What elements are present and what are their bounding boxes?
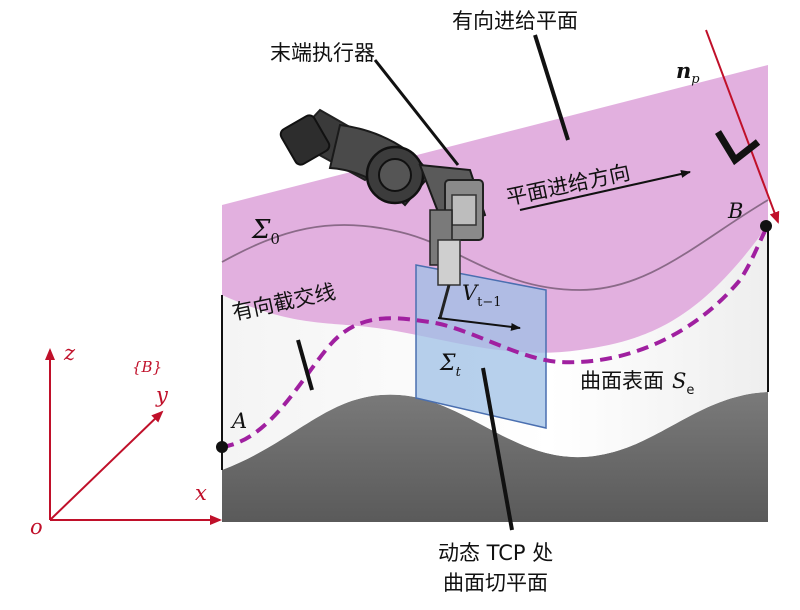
sigma0-label: Σ0 bbox=[251, 215, 280, 248]
velocity-label: Vt−1 bbox=[462, 281, 502, 310]
right-angle-symbol bbox=[715, 130, 761, 166]
axis-x-label: x bbox=[195, 481, 207, 505]
point-a-label: A bbox=[230, 409, 247, 433]
curved-surface bbox=[222, 225, 768, 470]
tcp-plane-label-line1: 动态 TCP 处 bbox=[438, 541, 553, 565]
tcp-plane-label-line2: 曲面切平面 bbox=[443, 571, 548, 595]
sigma-t-label: Σt bbox=[439, 351, 462, 380]
feed-direction-arrow bbox=[519, 170, 691, 211]
frame-label: {B} bbox=[132, 358, 162, 376]
tangent-plane bbox=[415, 264, 547, 429]
point-a-marker bbox=[216, 441, 228, 453]
robot-arm bbox=[279, 108, 487, 319]
point-b-label: B bbox=[727, 199, 743, 223]
velocity-arrow bbox=[437, 317, 521, 331]
axis-y-label: y bbox=[155, 383, 169, 407]
end-effector-label: 末端执行器 bbox=[270, 41, 375, 65]
leader-intersection bbox=[296, 339, 314, 391]
coordinate-frame bbox=[45, 348, 222, 525]
intersection-curve bbox=[221, 224, 770, 449]
feed-plane-label: 有向进给平面 bbox=[452, 9, 578, 33]
leader-feed-plane bbox=[533, 34, 570, 141]
workpiece-base bbox=[222, 392, 768, 522]
normal-label: np bbox=[676, 58, 700, 87]
leader-end-effector bbox=[373, 59, 460, 166]
upper-ridge-curve bbox=[221, 199, 769, 291]
origin-label: o bbox=[30, 515, 43, 539]
leader-tcp-plane bbox=[481, 367, 514, 531]
axis-z-label: z bbox=[63, 341, 76, 365]
normal-vector-arrow bbox=[705, 29, 780, 224]
point-b-marker bbox=[760, 220, 772, 232]
